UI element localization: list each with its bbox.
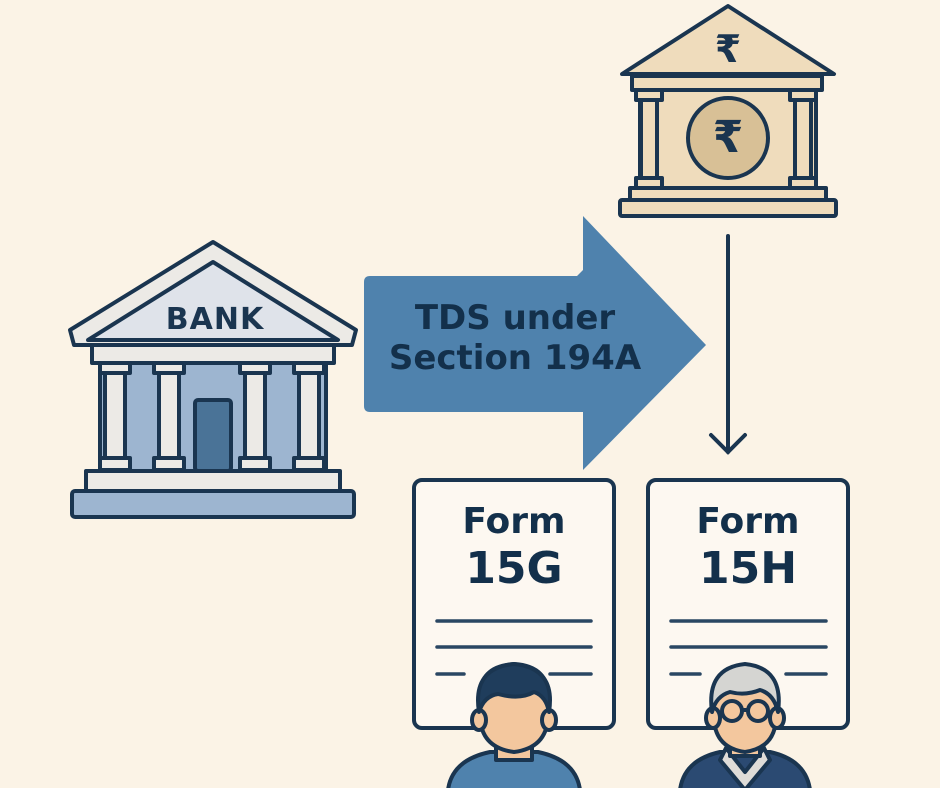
form-15h-number: 15H (698, 543, 798, 594)
senior-person-icon (678, 662, 812, 788)
rupee-coin-icon: ₹ (713, 112, 744, 163)
form-15g-title: Form (462, 501, 566, 542)
form-15h-label: Form 15H (648, 500, 848, 594)
form-15h-title: Form (696, 501, 800, 542)
tax-authority-building-icon (618, 4, 838, 218)
young-person-icon (446, 662, 582, 788)
form-15g-number: 15G (465, 543, 563, 594)
bank-label: BANK (165, 302, 265, 337)
down-arrow-icon (709, 234, 747, 455)
bank-building-icon (68, 240, 358, 519)
tds-arrow-line1: TDS under (414, 298, 616, 338)
rupee-pediment-icon: ₹ (715, 27, 741, 71)
tds-arrow-shape (364, 216, 706, 470)
form-15g-label: Form 15G (414, 500, 614, 594)
tds-arrow-line2: Section 194A (388, 338, 642, 378)
form-15h-card (646, 478, 850, 730)
form-15g-card (412, 478, 616, 730)
tds-arrow-label: TDS under Section 194A (370, 298, 660, 378)
